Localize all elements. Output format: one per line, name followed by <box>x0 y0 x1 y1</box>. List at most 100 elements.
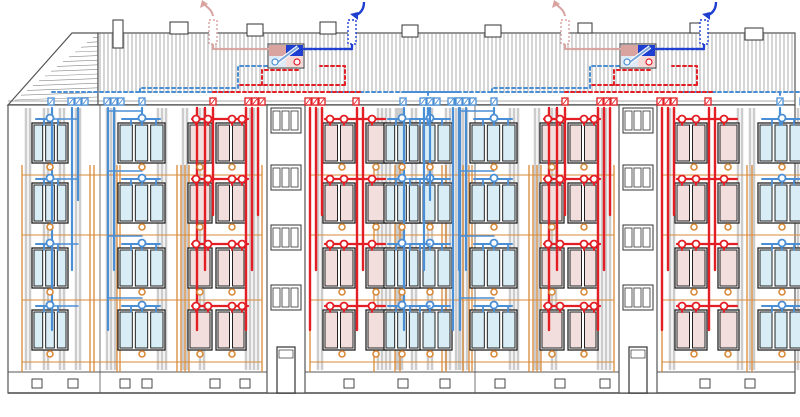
window-pane <box>232 184 245 222</box>
duct-header-mark <box>139 98 145 105</box>
windows <box>31 122 800 351</box>
air-valve-icon <box>191 301 201 311</box>
heating-node-icon <box>228 223 236 231</box>
heating-node-icon <box>46 288 54 296</box>
stair-pane <box>272 287 281 308</box>
stair-pane <box>642 227 651 248</box>
air-valve-icon <box>555 239 565 249</box>
window-pane <box>584 249 597 287</box>
heating-node-icon <box>778 350 786 358</box>
window-pane <box>774 249 788 287</box>
air-valve-icon <box>489 173 499 183</box>
extract-attic-collector <box>403 65 628 93</box>
heating-node-icon <box>398 163 406 171</box>
roof <box>6 32 796 106</box>
window-pane <box>789 124 800 162</box>
window-pane <box>217 311 230 349</box>
air-valve-icon <box>777 173 787 183</box>
roof-hatch-line <box>80 46 99 48</box>
window-pane <box>502 311 516 349</box>
duct-header-mark <box>118 98 124 105</box>
stair-pane <box>290 287 299 308</box>
window-pane <box>45 124 55 162</box>
heating-node-icon <box>490 350 498 358</box>
duct-header-mark <box>777 98 783 105</box>
heating-node-icon <box>196 223 204 231</box>
air-valve-icon <box>339 174 349 184</box>
air-valve-icon <box>589 114 599 124</box>
heating-node-icon <box>580 288 588 296</box>
heating-node-icon <box>372 163 380 171</box>
heating-node-icon <box>548 288 556 296</box>
duct-header-mark <box>82 98 88 105</box>
window-pane <box>340 311 354 349</box>
duct-header-mark <box>470 98 476 105</box>
heating-node-icon <box>690 223 698 231</box>
basement-window <box>439 378 451 389</box>
air-valve-icon <box>677 114 687 124</box>
window-pane <box>584 184 597 222</box>
stair-pane <box>272 110 281 131</box>
heating-node-icon <box>338 350 346 358</box>
heating-node-icon <box>724 223 732 231</box>
chimney <box>744 27 764 41</box>
air-valve-icon <box>543 301 553 311</box>
heating-node-icon <box>724 288 732 296</box>
window-pane <box>774 184 788 222</box>
air-valve-icon <box>325 301 335 311</box>
air-valve-icon <box>555 174 565 184</box>
basement-window <box>67 378 79 389</box>
air-valve-icon <box>339 114 349 124</box>
duct-header-mark <box>353 98 359 105</box>
air-valve-icon <box>397 300 407 310</box>
window-pane <box>502 184 516 222</box>
window-pane <box>676 184 690 222</box>
heating-node-icon <box>690 288 698 296</box>
air-valve-icon <box>397 113 407 123</box>
window-pane <box>437 184 451 222</box>
window-pane <box>232 249 245 287</box>
window-pane <box>134 124 149 162</box>
heating-node-icon <box>490 163 498 171</box>
heating-node-icon <box>426 288 434 296</box>
stair-pane <box>624 110 633 131</box>
staircases <box>266 104 658 394</box>
heating-node-icon <box>196 350 204 358</box>
heating-node-icon <box>138 350 146 358</box>
supply-attic-collector <box>564 65 713 93</box>
window-pane <box>774 311 788 349</box>
roof-hatch-line <box>50 69 99 72</box>
entrance-door <box>628 346 648 394</box>
heating-node-icon <box>490 288 498 296</box>
basement-window <box>397 378 409 389</box>
heating-node-icon <box>372 288 380 296</box>
window-pane <box>569 184 582 222</box>
window-pane <box>367 124 386 162</box>
fan-icon <box>623 58 631 66</box>
exhaust-stack <box>560 19 570 45</box>
basement-window <box>599 378 611 389</box>
air-valve-icon <box>191 239 201 249</box>
heating-node-icon <box>228 350 236 358</box>
window-pane <box>324 311 338 349</box>
exhaust-outlet-arrow-head <box>200 0 208 8</box>
heating-node-icon <box>426 163 434 171</box>
air-valve-icon <box>227 174 237 184</box>
window-pane <box>150 249 164 287</box>
window-pane <box>692 249 706 287</box>
duct-header-mark <box>420 98 426 105</box>
heat-recovery-units <box>200 0 718 69</box>
duct-header-mark <box>448 98 454 105</box>
air-valve-icon <box>237 174 247 184</box>
air-valve-icon <box>579 301 589 311</box>
window-pane <box>408 184 419 222</box>
window-pane <box>541 184 563 222</box>
window-pane <box>676 124 690 162</box>
window-pane <box>189 184 211 222</box>
air-valve-icon <box>237 301 247 311</box>
duct-header-mark <box>400 98 406 105</box>
air-valve-icon <box>579 174 589 184</box>
window-pane <box>367 184 386 222</box>
